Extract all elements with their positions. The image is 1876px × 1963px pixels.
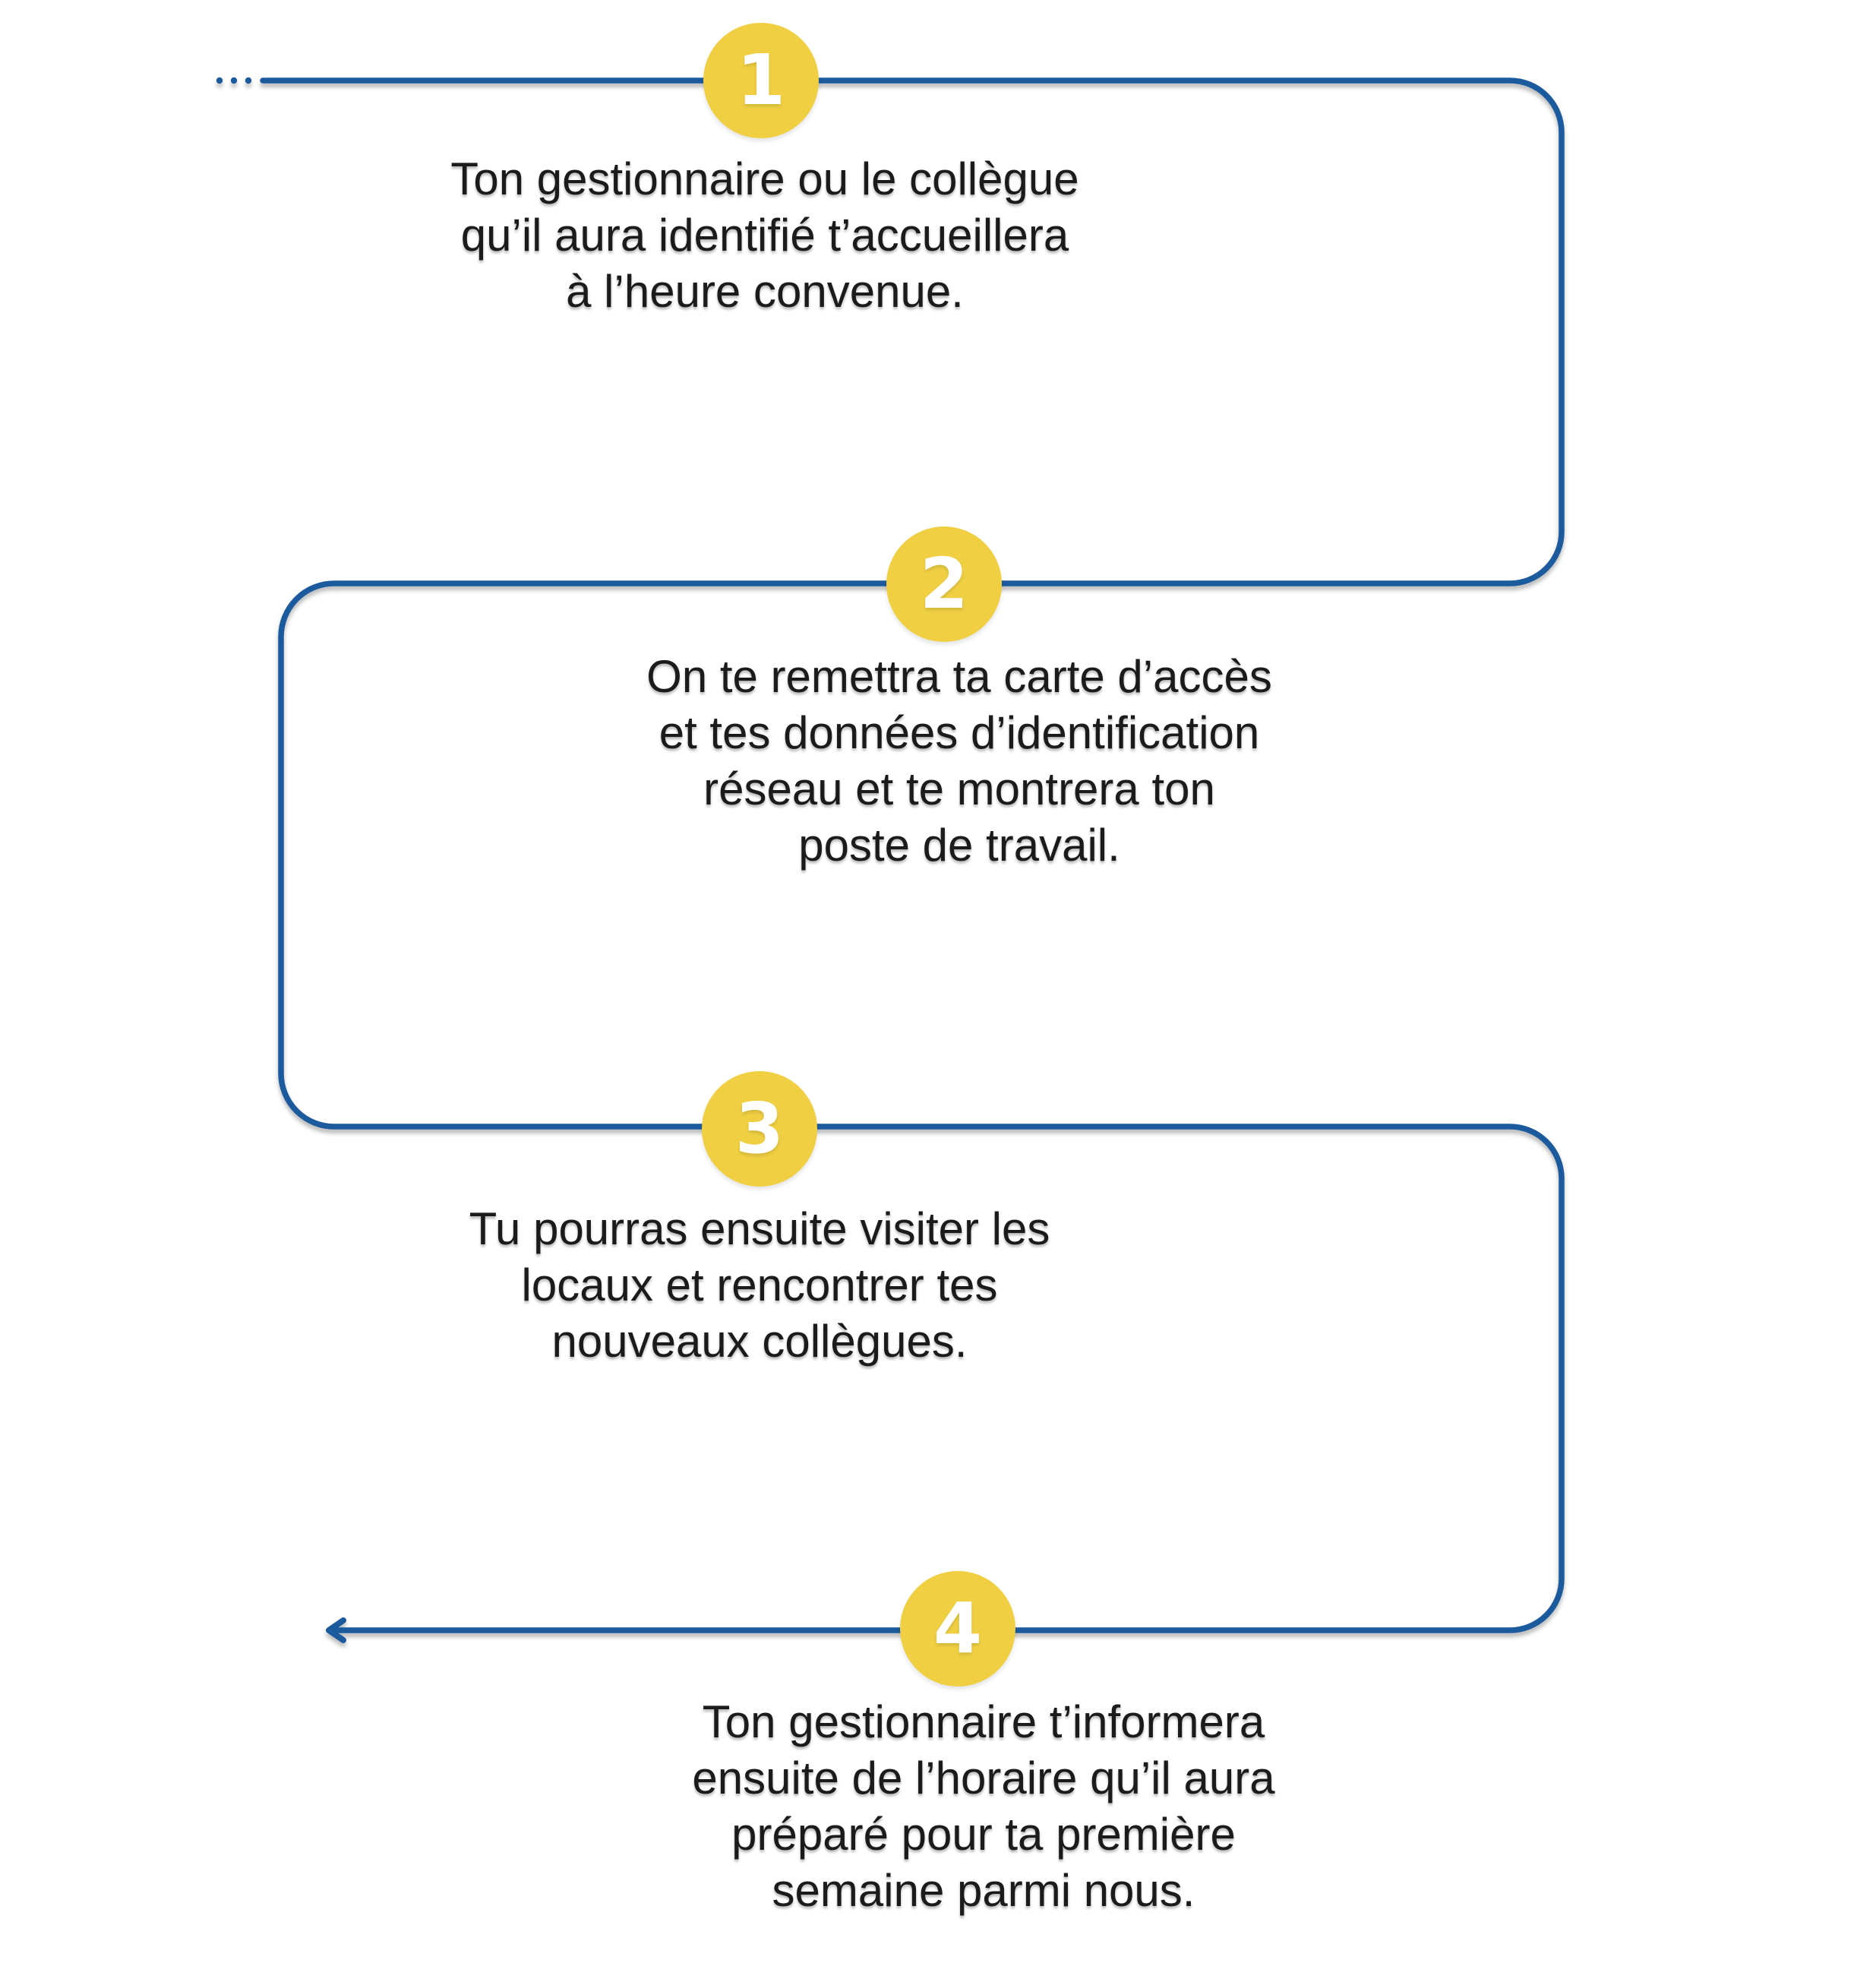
step-4-line-1: Ton gestionnaire t’informera — [702, 1696, 1265, 1747]
step-1-line-3: à l’heure convenue. — [566, 266, 964, 317]
step-1-number: 1 — [736, 40, 785, 121]
step-3-number: 3 — [734, 1088, 784, 1169]
step-3-badge: 3 — [702, 1071, 817, 1187]
step-2-number: 2 — [919, 543, 968, 624]
step-1-text: Ton gestionnaire ou le collègue qu’il au… — [385, 151, 1145, 320]
start-dots-icon — [216, 77, 252, 84]
step-4-number: 4 — [933, 1588, 982, 1669]
step-3-text: Tu pourras ensuite visiter les locaux et… — [380, 1201, 1139, 1370]
step-3-line-3: nouveaux collègues. — [551, 1316, 968, 1367]
step-1-line-2: qu’il aura identifié t’accueillera — [460, 210, 1069, 261]
step-2-line-3: réseau et te montrera ton — [703, 763, 1215, 814]
step-2-badge: 2 — [886, 526, 1002, 642]
arrow-left-icon — [326, 1617, 346, 1643]
step-4-line-4: semaine parmi nous. — [772, 1865, 1195, 1916]
step-3-line-2: locaux et rencontrer tes — [521, 1260, 998, 1310]
step-2-line-2: et tes données d’identification — [658, 707, 1260, 758]
serpentine-flow-line — [260, 77, 1565, 1633]
step-2-line-4: poste de travail. — [798, 820, 1120, 871]
step-1-line-1: Ton gestionnaire ou le collègue — [450, 153, 1079, 204]
step-1-badge: 1 — [703, 23, 819, 138]
step-4-line-3: préparé pour ta première — [731, 1809, 1236, 1860]
step-3-line-1: Tu pourras ensuite visiter les — [469, 1203, 1050, 1254]
step-4-text: Ton gestionnaire t’informera ensuite de … — [604, 1694, 1363, 1919]
step-4-line-2: ensuite de l’horaire qu’il aura — [692, 1753, 1275, 1803]
step-4-badge: 4 — [900, 1571, 1015, 1686]
step-2-line-1: On te remettra ta carte d’accès — [646, 651, 1272, 702]
step-2-text: On te remettra ta carte d’accès et tes d… — [580, 649, 1339, 874]
